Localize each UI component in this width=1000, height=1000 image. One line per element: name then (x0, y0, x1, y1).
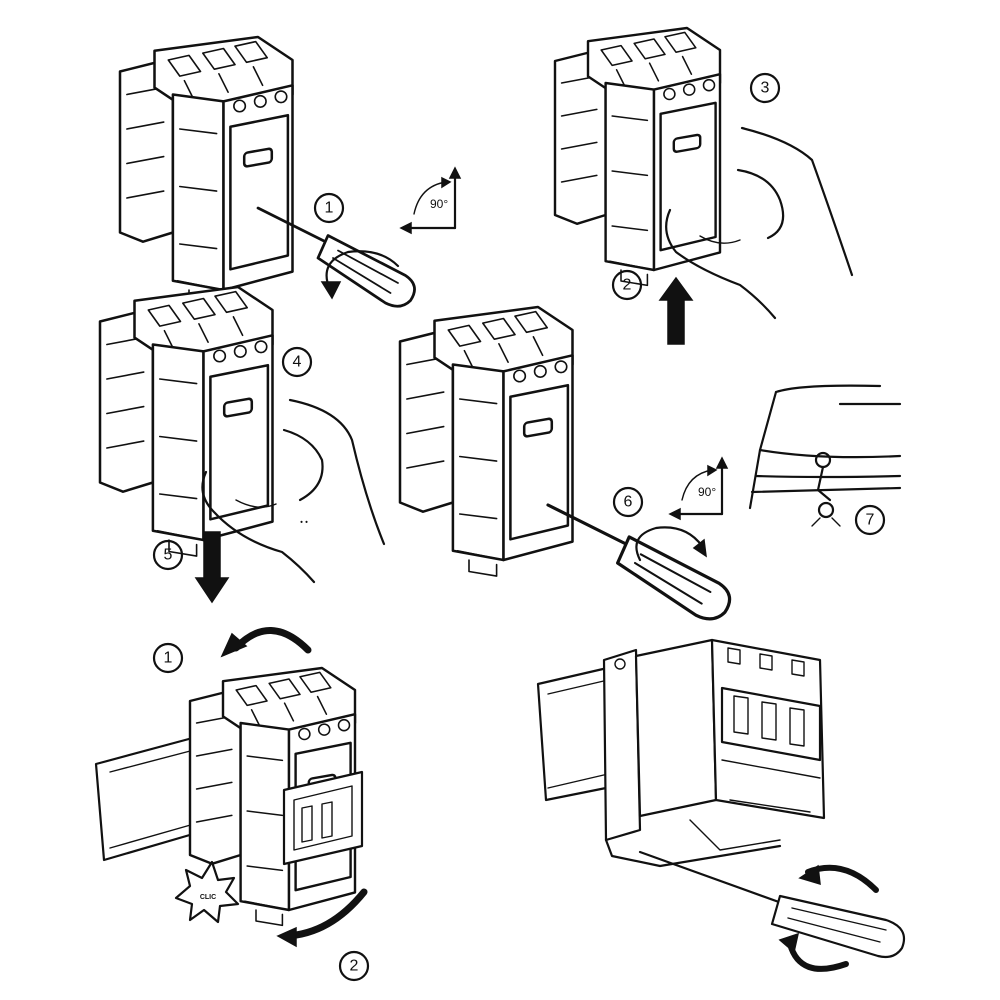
svg-text:• •: • • (300, 518, 308, 527)
step-5-label: 5 (164, 547, 173, 564)
step-1-label: 1 (325, 200, 334, 217)
angle-indicator-1: 90° (399, 166, 462, 235)
bottom-step-1-badge (152, 642, 184, 674)
step-6-label: 6 (624, 494, 633, 511)
step-3-badge (749, 72, 781, 104)
panel-step-7: 7 (748, 384, 902, 536)
step-7-label: 7 (866, 512, 875, 529)
step-5-badge (152, 539, 184, 571)
bottom-step-1-label: 1 (164, 650, 173, 667)
panel-step-1: 1 90° (118, 35, 462, 308)
step-3-label: 3 (761, 80, 770, 97)
panel-step-4-5: • • 4 5 (98, 285, 386, 604)
step-1-badge (313, 192, 345, 224)
angle-label-2: 90° (698, 485, 716, 499)
arrow-up-icon (658, 276, 694, 345)
bottom-step-2-badge (338, 950, 370, 982)
bottom-step-2-label: 2 (350, 958, 359, 975)
step-2-badge (611, 269, 643, 301)
step-4-badge (281, 346, 313, 378)
step-4-label: 4 (293, 354, 302, 371)
angle-indicator-2: 90° (668, 456, 729, 521)
panel-mount-rail: CLIC 1 2 (94, 627, 370, 982)
click-label: CLIC (200, 894, 216, 901)
panel-step-2-3: 3 2 (553, 26, 854, 345)
panel-remove-rail (536, 638, 906, 972)
click-burst-icon (174, 860, 240, 924)
panel-step-6: 6 90° (398, 305, 732, 621)
step-6-badge (612, 486, 644, 518)
arrow-down-icon (194, 531, 230, 604)
step-7-badge (854, 504, 886, 536)
step-2-label: 2 (623, 277, 632, 294)
angle-label-1: 90° (430, 197, 448, 211)
